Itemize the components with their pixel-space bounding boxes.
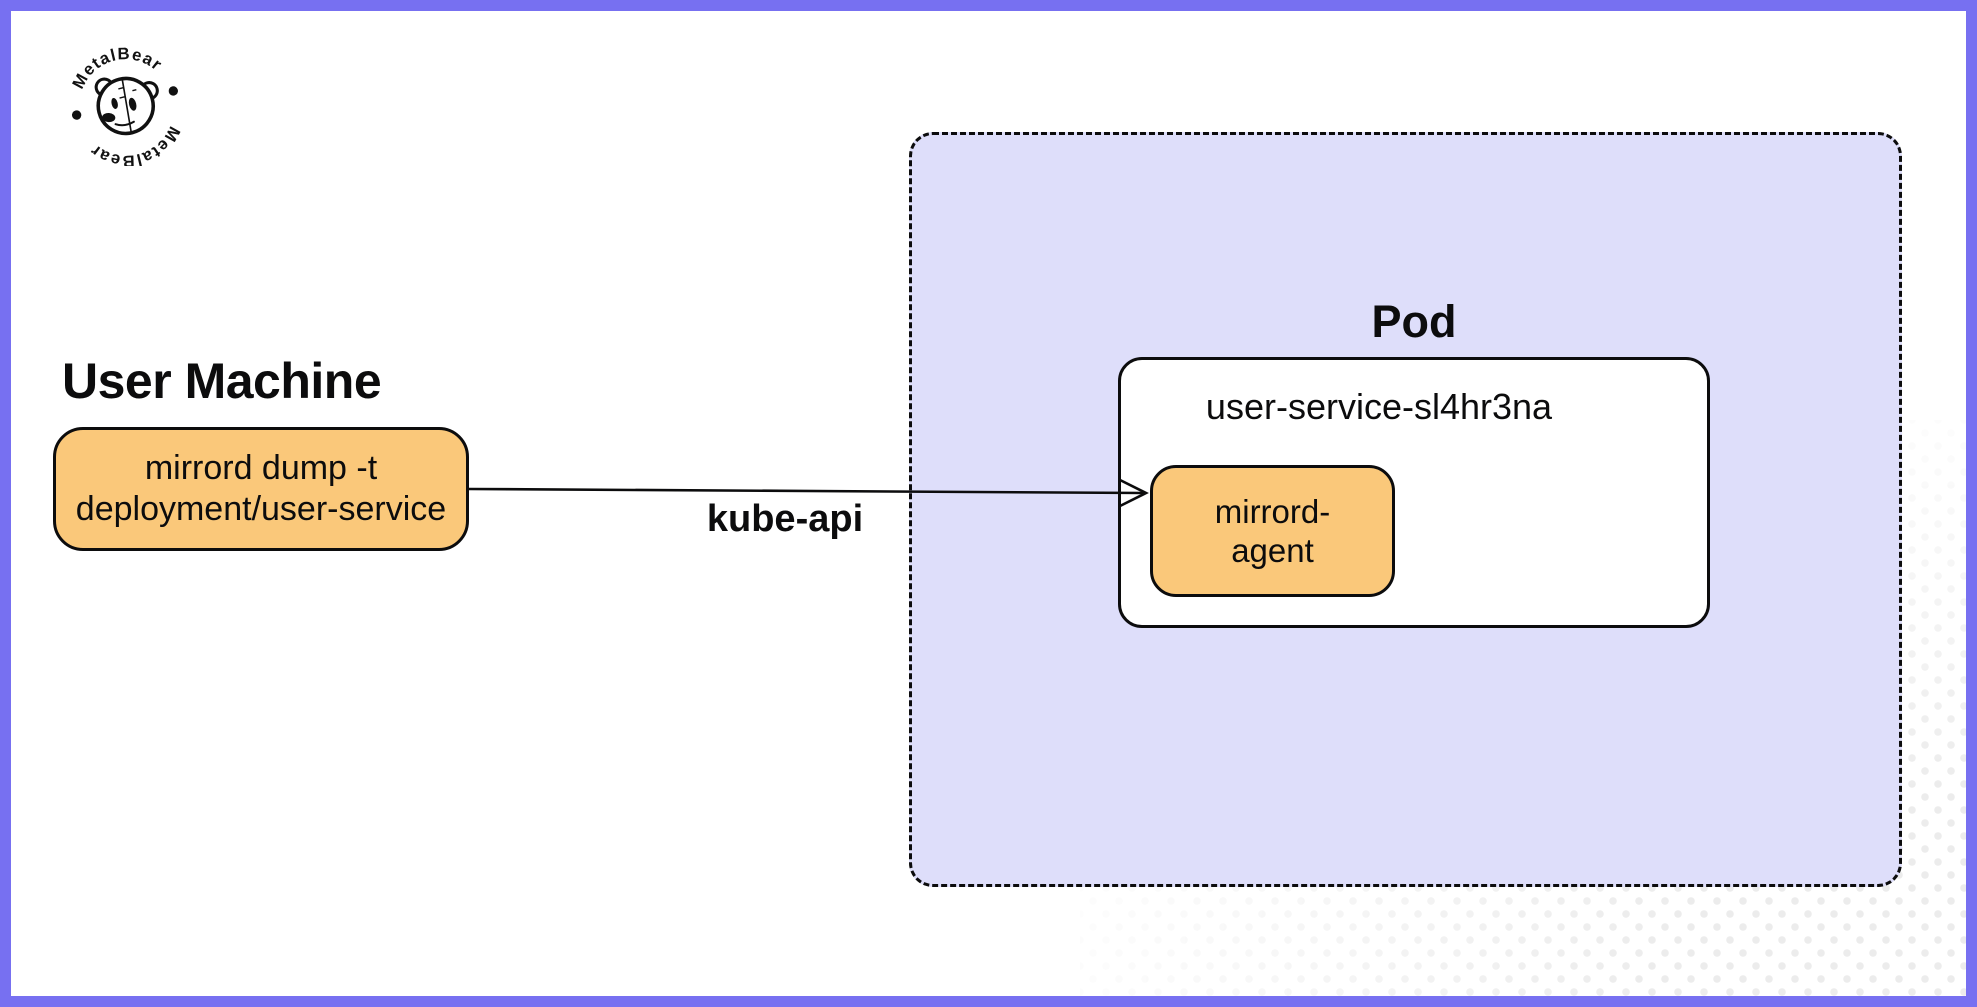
kube-api-label: kube-api: [706, 498, 864, 540]
user-machine-title: User Machine: [62, 353, 382, 409]
agent-line-2: agent: [1231, 532, 1314, 569]
bear-face-icon: [94, 76, 159, 136]
pod-name: user-service-sl4hr3na: [1205, 386, 1553, 427]
logo-right-dot: [168, 86, 179, 96]
mirrord-agent-box: mirrord- agent: [1150, 465, 1395, 597]
command-line-2: deployment/user-service: [75, 490, 447, 528]
mirrord-command-box: mirrord dump -t deployment/user-service: [53, 427, 469, 551]
agent-line-1: mirrord-: [1214, 493, 1331, 530]
pod-title: Pod: [1371, 296, 1457, 347]
command-line-1: mirrord dump -t: [144, 449, 378, 487]
logo-left-dot: [71, 110, 82, 120]
metalbear-logo: MetalBear MetalBear: [64, 40, 186, 166]
